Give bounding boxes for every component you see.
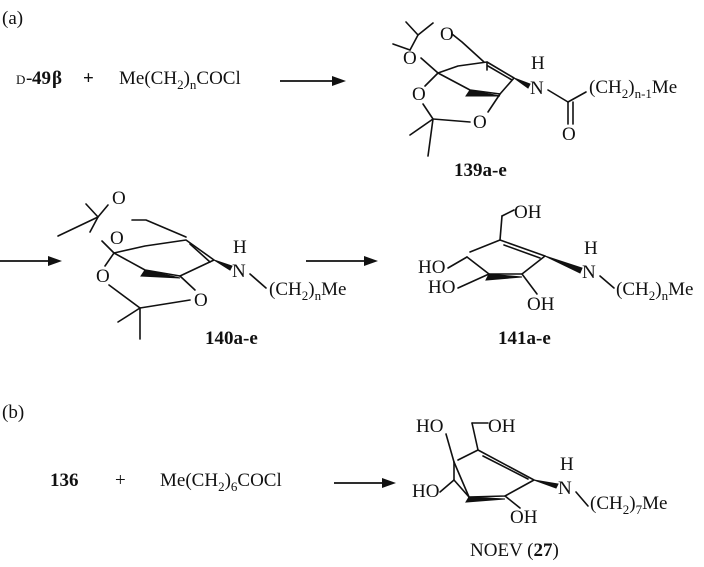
svg-text:N: N [232, 261, 246, 282]
compound-label-141: 141a-e [498, 328, 551, 349]
svg-text:HO: HO [428, 277, 455, 298]
svg-text:OH: OH [488, 416, 516, 437]
svg-text:(CH2)n-1Me: (CH2)n-1Me [589, 77, 677, 101]
svg-text:O: O [403, 48, 417, 69]
svg-text:N: N [558, 478, 572, 499]
compound-label-140: 140a-e [205, 328, 258, 349]
d-prefix: D [16, 72, 25, 87]
svg-text:N: N [582, 262, 596, 283]
plus-sign-b: + [115, 470, 126, 491]
svg-text:(CH2)7Me: (CH2)7Me [590, 493, 667, 517]
compound-label-noev: NOEV (27) [470, 540, 559, 561]
svg-text:(CH2)nMe: (CH2)nMe [269, 279, 346, 303]
reactant-136: 136 [50, 470, 79, 491]
reaction-arrow-1 [280, 76, 346, 86]
compound-label-139: 139a-e [454, 160, 507, 181]
svg-text:O: O [96, 266, 110, 287]
product-141-structure: OH HO HO OH N H (CH2)nMe [418, 202, 693, 315]
svg-text:O: O [473, 112, 487, 133]
svg-text:N: N [530, 78, 544, 99]
reagent-octanoyl-chloride: Me(CH2)6COCl [160, 470, 282, 494]
product-noev-structure: HO OH HO OH N H (CH2)7Me [412, 416, 667, 528]
reagent-acyl-chloride: Me(CH2)nCOCl [119, 68, 241, 92]
svg-text:OH: OH [510, 507, 538, 528]
plus-sign-a: + [83, 68, 94, 89]
svg-text:(CH2)nMe: (CH2)nMe [616, 279, 693, 303]
svg-text:HO: HO [412, 481, 439, 502]
svg-text:OH: OH [527, 294, 555, 315]
product-139-structure: O O O O N H O (CH2)n-1Me [392, 21, 677, 157]
svg-text:HO: HO [416, 416, 443, 437]
dash: - [26, 68, 32, 89]
svg-text:O: O [440, 24, 454, 45]
svg-text:Me(CH2)nCOCl: Me(CH2)nCOCl [119, 68, 241, 92]
reaction-arrow-3 [306, 256, 378, 266]
svg-text:H: H [584, 238, 598, 259]
svg-text:O: O [194, 290, 208, 311]
svg-text:O: O [412, 84, 426, 105]
panel-label-a: (a) [2, 8, 23, 29]
svg-text:O: O [562, 124, 576, 145]
compound-49: 49 [32, 68, 51, 89]
product-140-structure: O O O O N H (CH2)nMe [57, 188, 346, 340]
svg-text:HO: HO [418, 257, 445, 278]
svg-text:OH: OH [514, 202, 542, 223]
svg-text:H: H [560, 454, 574, 475]
svg-text:H: H [531, 53, 545, 74]
beta-suffix: β [52, 68, 62, 89]
reaction-arrow-2 [0, 256, 62, 266]
panel-label-b: (b) [2, 402, 24, 423]
reaction-arrow-4 [334, 478, 396, 488]
reactant-d-49beta: D - 49 β [16, 68, 62, 89]
svg-text:O: O [112, 188, 126, 209]
svg-text:Me(CH2)6COCl: Me(CH2)6COCl [160, 470, 282, 494]
svg-text:O: O [110, 228, 124, 249]
svg-text:H: H [233, 237, 247, 258]
